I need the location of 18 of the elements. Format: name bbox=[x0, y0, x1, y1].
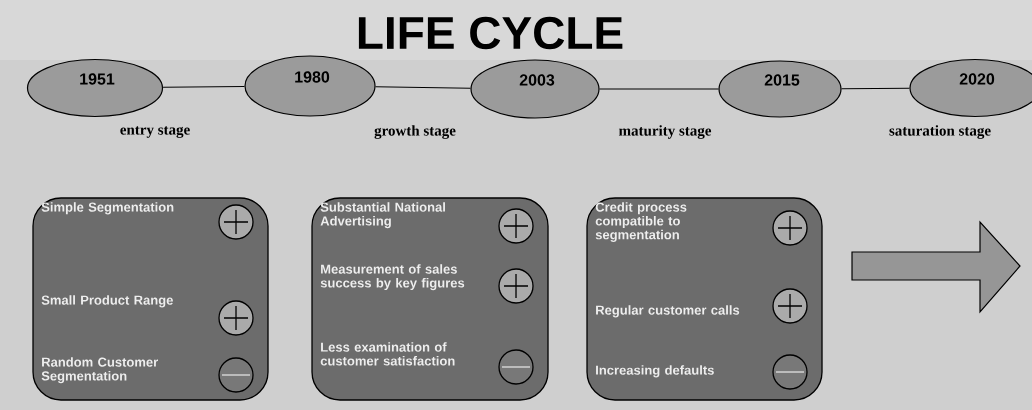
stage-label: maturity stage bbox=[618, 125, 712, 139]
stage-label: growth stage bbox=[374, 125, 456, 139]
item-text: Less examination of customer satisfaction bbox=[320, 342, 455, 366]
connector-line bbox=[841, 87, 910, 90]
item-text: Substantial National Advertising bbox=[320, 202, 445, 229]
connector-line bbox=[375, 86, 471, 89]
item-text: Small Product Range bbox=[41, 295, 173, 308]
stage-label: entry stage bbox=[120, 126, 190, 138]
title: LIFE CYCLE bbox=[358, 16, 623, 50]
stage-label: saturation stage bbox=[889, 125, 991, 139]
item-text: Simple Segmentation bbox=[41, 202, 174, 215]
item-text: Increasing defaults bbox=[596, 365, 714, 378]
connector-line bbox=[162, 86, 245, 88]
item-text: Regular customer calls bbox=[596, 305, 740, 318]
item-text: Measurement of sales success by key figures bbox=[320, 264, 465, 291]
item-text: Credit process compatible to segmentation bbox=[595, 202, 687, 242]
item-text: Random Customer Segmentation bbox=[41, 357, 158, 384]
connector-line bbox=[599, 88, 719, 90]
